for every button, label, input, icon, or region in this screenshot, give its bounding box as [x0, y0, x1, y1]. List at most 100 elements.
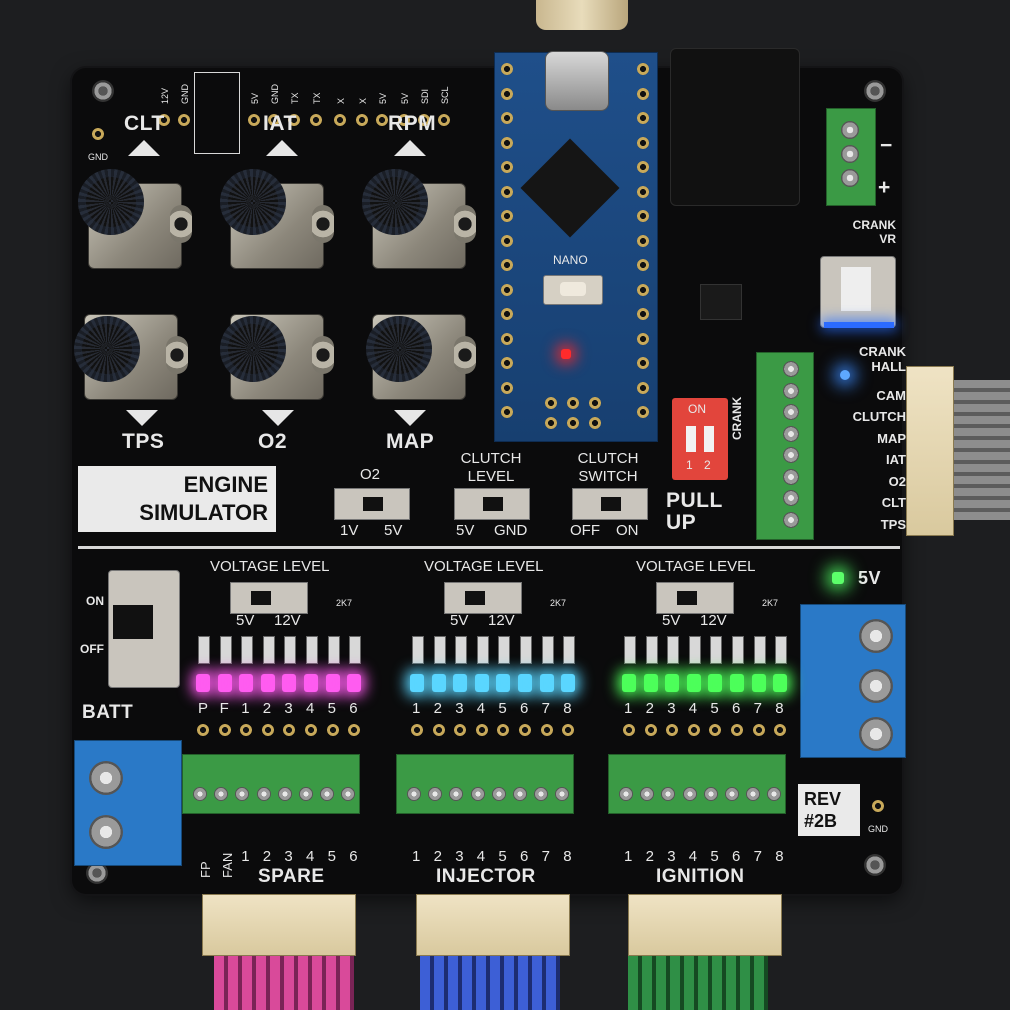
knob-rpm[interactable]	[362, 169, 428, 235]
bank-pin-label: 7	[753, 848, 762, 865]
five-v-output-terminal[interactable]	[800, 604, 906, 758]
sensor-terminal-screw[interactable]	[783, 404, 799, 420]
reset-button[interactable]	[543, 275, 603, 305]
sensor-terminal-screw[interactable]	[783, 490, 799, 506]
bank-terminal-screw[interactable]	[619, 787, 633, 801]
header-pin-pad[interactable]	[268, 114, 280, 126]
bank-voltage-title: VOLTAGE LEVEL	[636, 558, 756, 575]
bank-output-terminal[interactable]	[396, 754, 574, 814]
power-input-terminal[interactable]	[826, 108, 876, 206]
sensor-terminal-screw[interactable]	[783, 425, 799, 442]
bank-terminal-screw[interactable]	[703, 787, 718, 801]
batt-label: BATT	[82, 702, 134, 723]
knob-tps[interactable]	[74, 316, 140, 382]
pot-rpm[interactable]	[358, 165, 478, 275]
bank-name: INJECTOR	[436, 866, 536, 887]
header-pin-pad[interactable]	[398, 114, 410, 126]
bank-terminal-screw[interactable]	[746, 787, 761, 801]
bank-terminal-screw[interactable]	[320, 787, 335, 801]
pot-o2[interactable]	[216, 296, 336, 406]
bank-led-resistor	[433, 636, 446, 664]
bank-terminal-screw[interactable]	[341, 787, 356, 801]
sensor-output-label: CRANK HALL	[859, 344, 906, 374]
header-pin-pad[interactable]	[248, 114, 260, 126]
power-toggle-switch[interactable]	[108, 570, 180, 688]
bank-output-connector[interactable]	[202, 894, 356, 956]
bank-terminal-screw[interactable]	[214, 787, 229, 801]
nano-pin	[501, 161, 513, 173]
usb-c-port[interactable]	[545, 51, 609, 111]
header-pin-pad[interactable]	[158, 114, 170, 126]
bank-terminal-screw[interactable]	[428, 787, 443, 801]
bank-output-terminal[interactable]	[608, 754, 786, 814]
nano-pin	[637, 185, 649, 198]
bank-terminal-screw[interactable]	[449, 787, 464, 801]
crank-vr-switch[interactable]	[820, 256, 896, 328]
bank-output-connector[interactable]	[416, 894, 570, 956]
header-pin-pad[interactable]	[438, 114, 450, 126]
bank-terminal-screw[interactable]	[640, 787, 655, 801]
clutch-level-left: 5V	[456, 522, 475, 539]
bank-output-connector[interactable]	[628, 894, 782, 956]
bank-terminal-screw[interactable]	[407, 787, 421, 801]
bank-led-resistor	[284, 636, 297, 664]
bank-terminal-screw[interactable]	[193, 787, 207, 801]
bank-terminal-screw[interactable]	[277, 787, 292, 801]
bank-terminal-screw[interactable]	[661, 787, 676, 801]
arrow-up-clt	[128, 140, 160, 156]
pot-clt[interactable]	[74, 165, 194, 275]
knob-clt[interactable]	[78, 169, 144, 235]
bank-led-resistor	[775, 636, 788, 664]
knob-o2[interactable]	[220, 316, 286, 382]
nano-pin	[501, 357, 513, 369]
header-pin-pad[interactable]	[376, 114, 388, 126]
header-pin-pad[interactable]	[288, 114, 300, 126]
bank-pin-pad	[519, 724, 531, 736]
sensor-terminal-screw[interactable]	[783, 447, 799, 463]
bank-voltage-switch[interactable]	[656, 582, 734, 614]
header-pin-pad[interactable]	[418, 114, 430, 126]
header-pin-pad[interactable]	[356, 114, 368, 126]
pullup-dip-2[interactable]	[704, 426, 714, 452]
bank-terminal-screw[interactable]	[725, 787, 739, 801]
sensor-terminal-screw[interactable]	[783, 382, 799, 399]
bank-voltage-switch[interactable]	[230, 582, 308, 614]
header-pin-pad[interactable]	[178, 114, 190, 126]
sensor-terminal-screw[interactable]	[783, 468, 799, 485]
bank-terminal-screw[interactable]	[470, 787, 485, 801]
pullup-dip-switch[interactable]: ON 1 2	[672, 398, 728, 480]
bank-terminal-screw[interactable]	[491, 787, 506, 801]
pot-iat[interactable]	[216, 165, 336, 275]
o2-slide-switch[interactable]	[334, 488, 410, 520]
jumper-block[interactable]	[194, 72, 240, 154]
bank-terminal-screw[interactable]	[555, 787, 570, 801]
battery-terminal[interactable]	[74, 740, 182, 866]
sensor-output-terminal[interactable]	[756, 352, 814, 540]
nano-pin	[637, 381, 649, 394]
o2-right-label: 5V	[384, 522, 403, 539]
bank-terminal-screw[interactable]	[513, 787, 527, 801]
sensor-terminal-screw[interactable]	[783, 511, 799, 528]
bank-output-terminal[interactable]	[182, 754, 360, 814]
nano-pin	[637, 283, 649, 296]
bank-terminal-screw[interactable]	[682, 787, 697, 801]
bank-terminal-screw[interactable]	[767, 787, 782, 801]
bank-terminal-screw[interactable]	[534, 787, 549, 801]
bank-led-label: 1	[412, 700, 421, 717]
sensor-connector-right[interactable]	[906, 366, 954, 536]
bank-voltage-switch[interactable]	[444, 582, 522, 614]
bank-terminal-screw[interactable]	[299, 787, 313, 801]
pot-tps[interactable]	[70, 296, 190, 406]
label-tps: TPS	[122, 430, 165, 453]
header-pin-pad[interactable]	[310, 114, 322, 126]
sensor-terminal-screw[interactable]	[783, 361, 799, 377]
bank-terminal-screw[interactable]	[235, 787, 250, 801]
knob-iat[interactable]	[220, 169, 286, 235]
clutch-switch[interactable]	[572, 488, 648, 520]
knob-map[interactable]	[366, 316, 432, 382]
clutch-level-switch[interactable]	[454, 488, 530, 520]
bank-terminal-screw[interactable]	[256, 787, 271, 801]
pot-map[interactable]	[358, 296, 478, 406]
pullup-dip-1[interactable]	[686, 426, 696, 452]
header-pin-pad[interactable]	[334, 114, 346, 126]
